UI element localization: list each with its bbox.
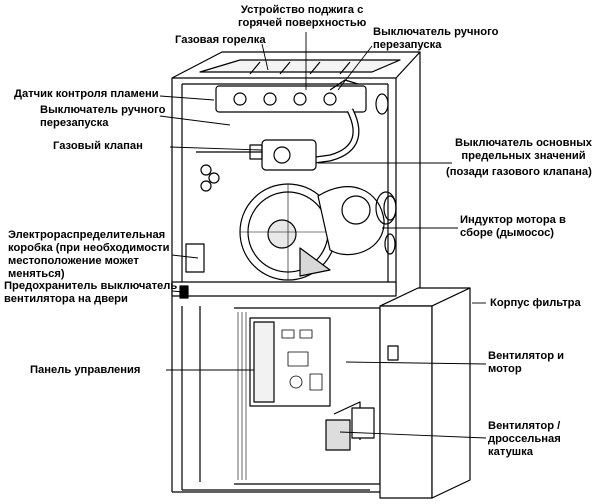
burner-assembly bbox=[199, 59, 401, 113]
label-blower-choke: Вентилятор / дроссельная катушка bbox=[488, 420, 561, 458]
label-manual-reset-left: Выключатель ручного перезапуска bbox=[40, 104, 166, 129]
label-inducer: Индуктор мотора в сборе (дымосос) bbox=[460, 214, 566, 239]
choke-coil bbox=[325, 401, 375, 451]
control-board bbox=[249, 317, 331, 407]
label-blower-motor: Вентилятор и мотор bbox=[488, 350, 565, 375]
label-manual-reset-top: Выключатель ручного перезапуска bbox=[373, 26, 499, 51]
label-limit-switch-note: (позади газового клапана) bbox=[446, 166, 592, 178]
inducer-assembly bbox=[239, 183, 385, 281]
left-components bbox=[179, 164, 220, 299]
label-limit-switch: Выключатель основных предельных значений bbox=[455, 137, 593, 162]
label-junction-box: Электрораспределительная коробка (при не… bbox=[8, 229, 170, 280]
label-gas-burner: Газовая горелка bbox=[175, 34, 266, 46]
label-control-panel: Панель управления bbox=[30, 364, 141, 376]
label-gas-valve: Газовый клапан bbox=[53, 140, 143, 152]
filter-case bbox=[379, 287, 471, 499]
right-components bbox=[375, 93, 397, 255]
label-door-switch: Предохранитель выключатель вентилятора н… bbox=[4, 280, 178, 305]
gas-valve bbox=[196, 139, 317, 171]
leader-lines bbox=[159, 32, 487, 439]
label-filter-case: Корпус фильтра bbox=[490, 297, 581, 309]
label-flame-sensor: Датчик контроля пламени bbox=[14, 88, 159, 100]
label-igniter: Устройство поджига с горячей поверхность… bbox=[238, 4, 367, 29]
